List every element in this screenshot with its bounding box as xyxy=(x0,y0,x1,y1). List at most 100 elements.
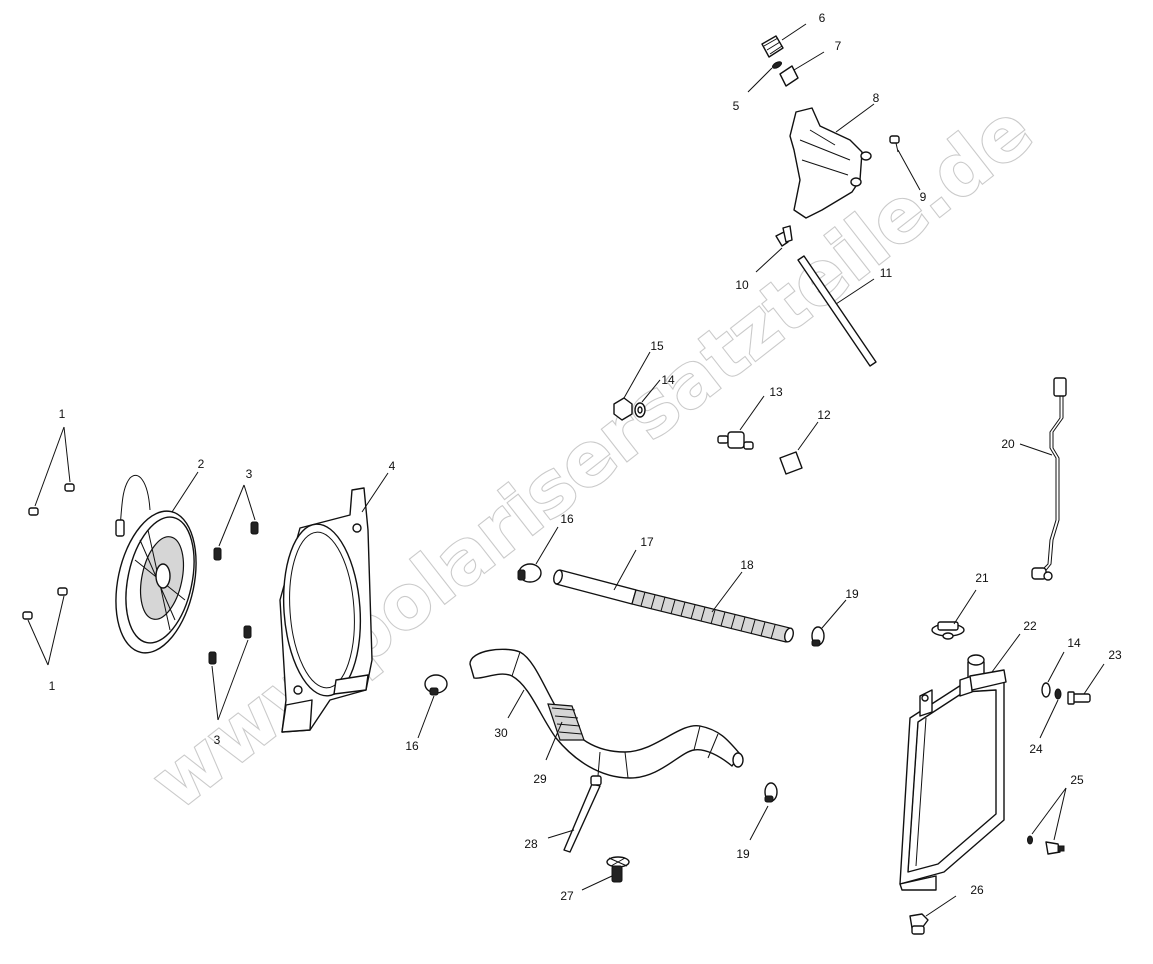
leader-26 xyxy=(925,895,957,917)
callout-17: 17 xyxy=(640,535,654,549)
part-25-sensor xyxy=(1027,835,1065,855)
leader-29 xyxy=(545,721,563,761)
part-16-clamp-lower xyxy=(424,674,448,696)
callout-27: 27 xyxy=(560,889,574,903)
leader-11 xyxy=(835,278,875,305)
part-7-neck xyxy=(779,65,799,87)
leader-8 xyxy=(835,103,875,133)
callout-11: 11 xyxy=(880,266,893,280)
callout-14-upper: 14 xyxy=(661,373,675,387)
leader-3-top xyxy=(218,484,256,547)
leader-9 xyxy=(897,149,921,191)
part-21-cap xyxy=(931,621,965,640)
callout-19-upper: 19 xyxy=(845,587,859,601)
leader-18 xyxy=(711,571,743,613)
leader-23 xyxy=(1083,663,1105,695)
leader-27 xyxy=(581,875,613,891)
part-8-reservoir xyxy=(789,107,872,219)
callout-30: 30 xyxy=(494,726,508,740)
callout-26: 26 xyxy=(970,883,984,897)
leader-20 xyxy=(1019,443,1053,456)
leader-5 xyxy=(747,67,773,93)
part-20-harness xyxy=(1031,377,1067,581)
leader-24 xyxy=(1039,699,1059,739)
callout-20: 20 xyxy=(1001,437,1015,451)
leader-14-lower xyxy=(1047,651,1065,683)
callout-2: 2 xyxy=(198,457,205,471)
callout-1-bottom: 1 xyxy=(49,679,56,693)
part-12-sleeve xyxy=(779,451,803,475)
callout-6: 6 xyxy=(819,11,826,25)
callout-18: 18 xyxy=(740,558,754,572)
part-3-clips xyxy=(208,521,259,665)
leader-15 xyxy=(623,351,651,399)
callout-3-bottom: 3 xyxy=(214,733,221,747)
callout-3-top: 3 xyxy=(246,467,253,481)
leader-1-top xyxy=(34,426,71,507)
callout-19-lower: 19 xyxy=(736,847,750,861)
leader-3-bottom xyxy=(211,639,249,721)
callout-24: 24 xyxy=(1029,742,1043,756)
part-9-screw xyxy=(889,135,900,153)
leader-16-upper xyxy=(535,526,559,565)
part-11-tube xyxy=(797,255,877,367)
leader-25 xyxy=(1031,787,1067,841)
leader-21 xyxy=(953,589,977,625)
callout-12: 12 xyxy=(817,408,831,422)
part-27-bolt xyxy=(606,856,630,883)
leader-2 xyxy=(171,471,199,513)
part-10-fitting xyxy=(775,225,793,247)
leader-1-bottom xyxy=(27,595,65,666)
part-6-cap xyxy=(761,35,784,58)
leader-12 xyxy=(797,421,819,451)
part-14-washer-upper xyxy=(634,402,646,418)
callout-25: 25 xyxy=(1070,773,1084,787)
callout-13: 13 xyxy=(769,385,783,399)
leader-10 xyxy=(755,247,783,273)
callout-4: 4 xyxy=(389,459,396,473)
callout-8: 8 xyxy=(873,91,880,105)
part-13-grommet xyxy=(717,431,754,450)
part-18-hose-corrugated xyxy=(631,589,794,643)
leader-16-lower xyxy=(417,695,435,739)
part-30-bent-hose xyxy=(469,648,744,779)
leader-30 xyxy=(507,689,525,719)
callout-23: 23 xyxy=(1108,648,1122,662)
part-26-drain-plug xyxy=(909,913,929,935)
callout-16-upper: 16 xyxy=(560,512,574,526)
part-23-bolt xyxy=(1067,691,1091,705)
leader-19-lower xyxy=(749,805,769,841)
leader-28 xyxy=(547,829,575,839)
callout-7: 7 xyxy=(835,39,842,53)
part-1-screws xyxy=(22,483,75,620)
leader-7 xyxy=(793,51,825,71)
leader-14-upper xyxy=(641,379,661,403)
part-28-rod xyxy=(563,775,602,853)
leader-19-upper xyxy=(821,599,847,629)
callout-10: 10 xyxy=(735,278,749,292)
callout-14-lower: 14 xyxy=(1067,636,1081,650)
part-17-hose xyxy=(553,569,637,605)
part-16-clamp-upper xyxy=(517,563,542,583)
part-5-gasket xyxy=(771,61,783,69)
part-19-clamp-lower xyxy=(764,782,778,803)
leader-13 xyxy=(739,395,765,431)
callout-22: 22 xyxy=(1023,619,1037,633)
part-24-washer xyxy=(1054,688,1062,700)
part-14-washer-lower xyxy=(1041,682,1051,698)
part-4-shroud xyxy=(279,487,373,733)
part-2-fan xyxy=(115,474,197,654)
callout-28: 28 xyxy=(524,837,538,851)
callout-29: 29 xyxy=(533,772,547,786)
leader-4 xyxy=(361,472,389,513)
callout-labels: 1 1 2 3 3 4 5 6 7 8 9 10 11 12 13 14 14 … xyxy=(49,11,1122,903)
part-19-clamp-upper xyxy=(811,626,825,647)
leader-22 xyxy=(991,633,1021,673)
callout-21: 21 xyxy=(975,571,989,585)
callout-1-top: 1 xyxy=(59,407,66,421)
callout-9: 9 xyxy=(920,190,927,204)
part-22-radiator xyxy=(899,654,1007,891)
callout-5: 5 xyxy=(733,99,740,113)
leader-17 xyxy=(613,549,637,591)
